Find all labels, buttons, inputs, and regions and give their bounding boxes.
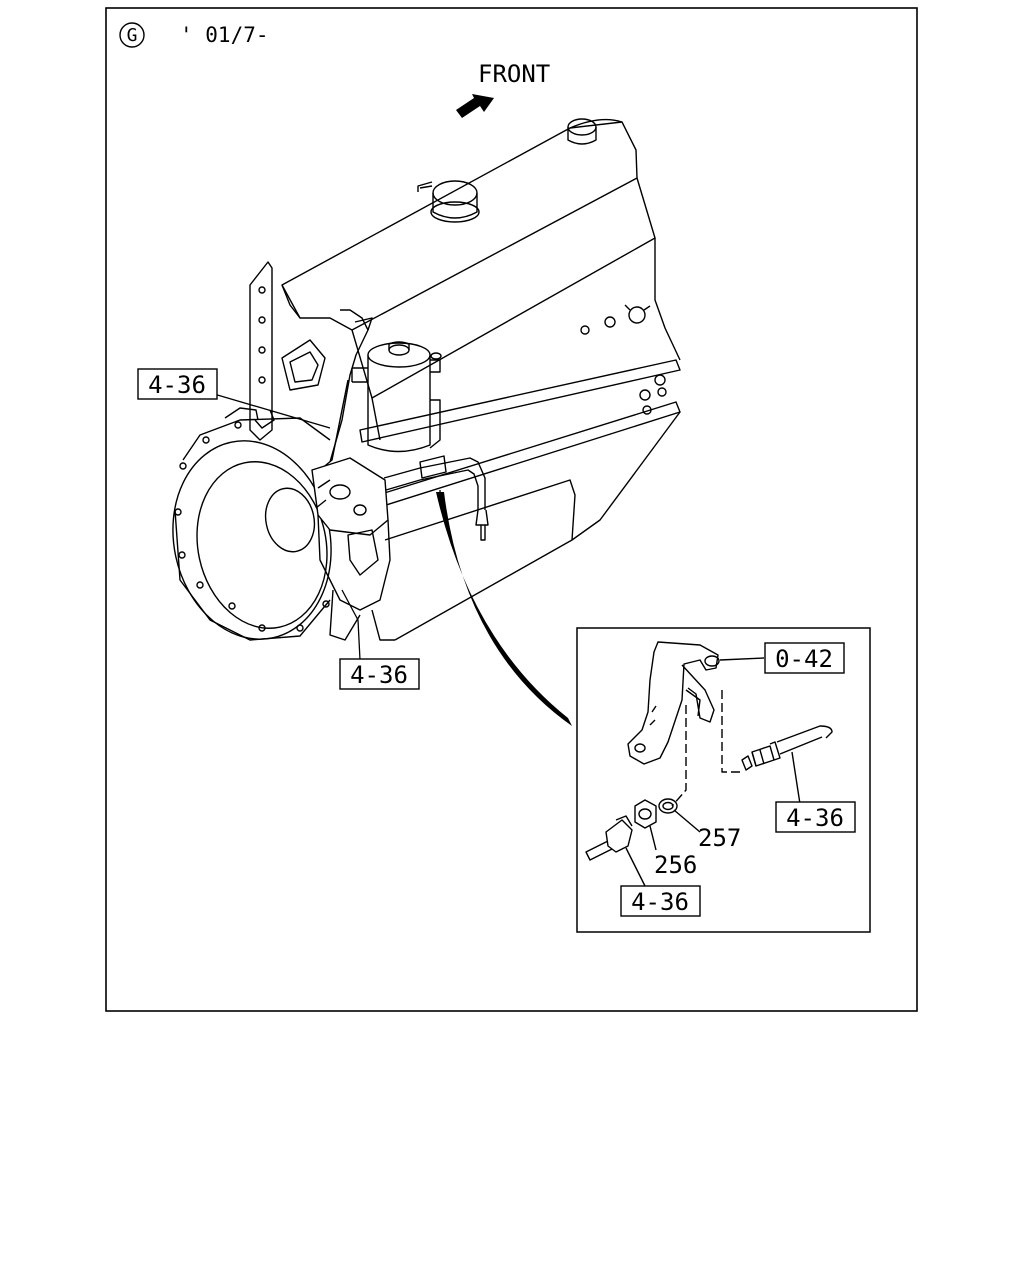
svg-text:4-36: 4-36 — [350, 661, 408, 689]
diagram-frame — [105, 7, 918, 1012]
callout-hose-lower-center: 4-36 — [339, 658, 420, 690]
section-letter: G — [127, 25, 138, 46]
section-badge: G — [119, 22, 145, 48]
date-code: ' 01/7- — [180, 23, 269, 47]
svg-text:0-42: 0-42 — [775, 645, 833, 673]
callout-hose-detail-right: 4-36 — [775, 801, 856, 833]
callout-hose-detail-bottom: 4-36 — [620, 885, 701, 917]
svg-text:4-36: 4-36 — [631, 888, 689, 916]
detail-parts — [585, 641, 833, 889]
svg-text:4-36: 4-36 — [786, 804, 844, 832]
detail-connector — [436, 492, 572, 726]
callout-bracket-ref: 0-42 — [764, 642, 845, 674]
part-number-nut: 256 — [654, 851, 697, 879]
front-arrow-icon — [456, 94, 494, 118]
callout-hose-upper-left: 4-36 — [137, 368, 218, 400]
part-number-washer: 257 — [698, 824, 741, 852]
detail-inset-frame — [576, 627, 871, 933]
svg-text:4-36: 4-36 — [148, 371, 206, 399]
engine-assembly — [172, 118, 681, 641]
front-label: FRONT — [478, 60, 550, 88]
